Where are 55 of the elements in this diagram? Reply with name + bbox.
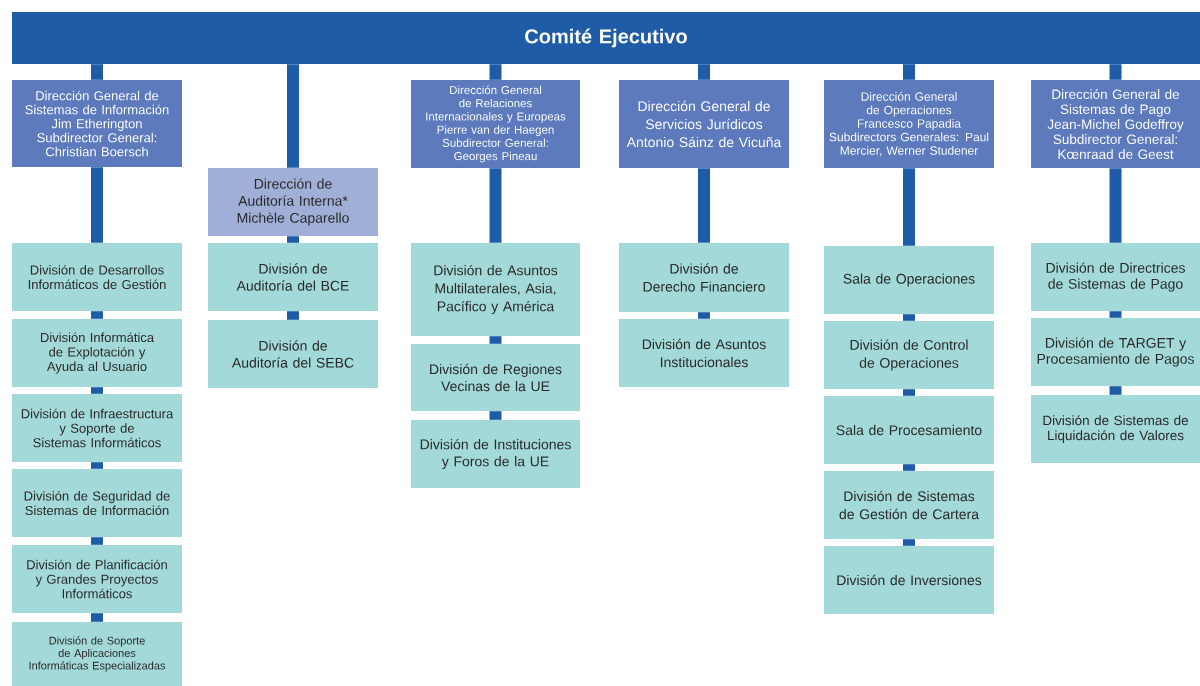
connector-bar xyxy=(903,464,915,471)
connector-bar xyxy=(287,311,299,320)
connector-bar xyxy=(1109,311,1122,318)
division-box: División de Asuntos Institucionales xyxy=(619,319,789,387)
connector-bar xyxy=(1109,168,1122,243)
connector-bar xyxy=(903,64,915,80)
division-box: Sala de Operaciones xyxy=(824,246,994,314)
division-box: División de Auditoría del SEBC xyxy=(208,320,378,388)
connector-bar xyxy=(91,167,103,243)
connector-bar xyxy=(903,168,915,246)
connector-bar xyxy=(1109,386,1122,395)
connector-bar xyxy=(489,168,502,243)
connector-bar xyxy=(287,64,299,168)
director-box: Dirección General de Sistemas de Pago Jean-Michel Godeffroy Subdirector General: Kœnraad de Geest xyxy=(1031,80,1200,168)
director-box: Dirección de Auditoría Interna* Michèle Caparello xyxy=(208,168,378,236)
director-box: Dirección General de Relaciones Internacionales y Europeas Pierre van der Haegen Subdirector General: Georges Pineau xyxy=(411,80,580,168)
division-box: División Informática de Explotación y Ayuda al Usuario xyxy=(12,319,182,387)
connector-bar xyxy=(91,311,103,319)
division-box: División de Directrices de Sistemas de Pago xyxy=(1031,243,1200,311)
connector-bar xyxy=(903,539,915,546)
connector-bar xyxy=(903,314,915,321)
division-box: División de Instituciones y Foros de la UE xyxy=(411,420,580,488)
header-band: Comité Ejecutivo xyxy=(12,12,1200,64)
division-box: División de Asuntos Multilaterales, Asia, Pacífico y América xyxy=(411,243,580,336)
connector-bar xyxy=(287,236,299,243)
division-box: División de Seguridad de Sistemas de Información xyxy=(12,469,182,537)
division-box: División de Auditoría del BCE xyxy=(208,243,378,311)
director-box: Dirección General de Servicios Jurídicos Antonio Sáinz de Vicuña xyxy=(619,80,789,168)
division-box: Sala de Procesamiento xyxy=(824,396,994,464)
division-box: División de Sistemas de Liquidación de Valores xyxy=(1031,395,1200,463)
connector-bar xyxy=(91,387,103,394)
connector-bar xyxy=(698,168,710,243)
connector-bar xyxy=(91,462,103,469)
connector-bar xyxy=(489,336,502,344)
connector-bar xyxy=(91,537,103,545)
connector-bar xyxy=(91,613,103,622)
division-box: División de TARGET y Procesamiento de Pagos xyxy=(1031,318,1200,386)
connector-bar xyxy=(698,64,710,80)
division-box: División de Derecho Financiero xyxy=(619,243,789,312)
division-box: División de Infraestructura y Soporte de Sistemas Informáticos xyxy=(12,394,182,462)
division-box: División de Inversiones xyxy=(824,546,994,614)
division-box: División de Planificación y Grandes Proyectos Informáticos xyxy=(12,545,182,613)
director-box: Dirección General de Operaciones Francesco Papadia Subdirectors Generales: Paul Mercier, Werner Studener xyxy=(824,80,994,168)
division-box: División de Sistemas de Gestión de Cartera xyxy=(824,471,994,539)
division-box: División de Regiones Vecinas de la UE xyxy=(411,344,580,411)
connector-bar xyxy=(91,64,103,80)
division-box: División de Control de Operaciones xyxy=(824,321,994,389)
division-box: División de Soporte de Aplicaciones Informáticas Especializadas xyxy=(12,622,182,686)
connector-bar xyxy=(698,312,710,319)
director-box: Dirección General de Sistemas de Información Jim Etherington Subdirector General: Christian Boersch xyxy=(12,80,182,167)
division-box: División de Desarrollos Informáticos de Gestión xyxy=(12,243,182,311)
connector-bar xyxy=(1109,64,1122,80)
connector-bar xyxy=(903,389,915,396)
connector-bar xyxy=(489,411,502,420)
connector-bar xyxy=(489,64,502,80)
